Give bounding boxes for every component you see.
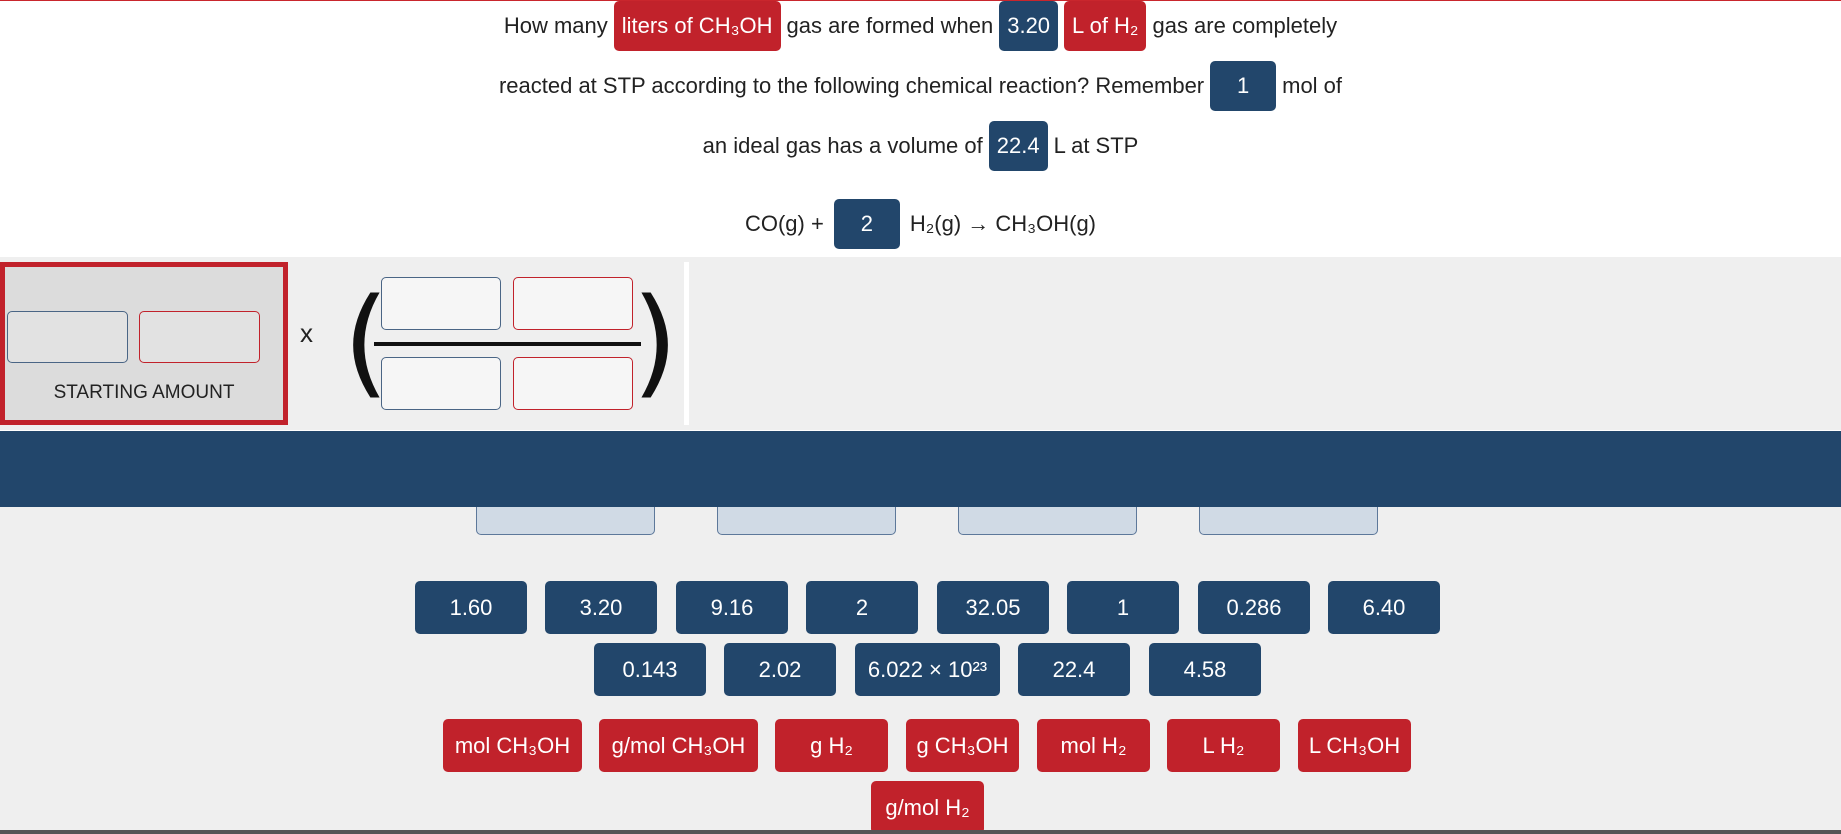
target-unit-chip: liters of CH₃OH [613,1,781,51]
number-tile[interactable]: 9.16 [676,581,788,634]
number-tile[interactable]: 1.60 [415,581,527,634]
multiply-sign: x [300,318,313,348]
starting-value-slot[interactable] [7,311,128,363]
question-text-segment: How many [503,13,608,38]
question-text-segment: gas are formed when [786,13,994,38]
number-tile[interactable]: 2.02 [724,643,836,696]
unit-tile[interactable]: g/mol CH₃OH [599,719,758,772]
number-tile[interactable]: 22.4 [1018,643,1130,696]
molar-ratio-chip: 1 [1210,61,1277,111]
given-value-chip: 3.20 [999,1,1059,51]
question-text-segment: gas are completely [1152,13,1338,38]
number-tile[interactable]: 6.40 [1328,581,1440,634]
starting-unit-slot[interactable] [139,311,260,363]
denominator-unit-slot[interactable] [513,357,633,410]
top-accent-line [0,0,1841,1]
work-area [0,257,1841,430]
question-line-1: How many liters of CH₃OH gas are formed … [0,0,1841,52]
question-text-segment: reacted at STP according to the followin… [498,73,1205,98]
numerator-value-slot[interactable] [381,277,501,330]
question-text-segment: an ideal gas has a volume of [702,133,983,158]
unit-tile[interactable]: g H₂ [775,719,888,772]
molar-volume-chip: 22.4 [988,121,1048,171]
number-tile[interactable]: 4.58 [1149,643,1261,696]
equation-reactant: CO(g) + [744,211,824,236]
given-unit-chip: L of H₂ [1064,1,1147,51]
bottom-scrollbar[interactable] [0,830,1841,834]
chemical-equation: CO(g) + 2 H₂(g) → CH₃OH(g) [0,198,1841,250]
fraction-bar [374,342,641,346]
number-tile[interactable]: 2 [806,581,918,634]
unit-tile[interactable]: g CH₃OH [906,719,1019,772]
question-line-2: reacted at STP according to the followin… [0,60,1841,112]
numerator-unit-slot[interactable] [513,277,633,330]
unit-tile[interactable]: g/mol H₂ [871,781,984,834]
denominator-value-slot[interactable] [381,357,501,410]
unit-tile[interactable]: mol CH₃OH [443,719,582,772]
question-text-segment: mol of [1282,73,1343,98]
work-area-divider [684,262,689,425]
unit-tile[interactable]: mol H₂ [1037,719,1150,772]
equation-rest: H₂(g) → CH₃OH(g) [909,211,1097,236]
starting-amount-label: STARTING AMOUNT [53,382,235,403]
number-tile[interactable]: 3.20 [545,581,657,634]
question-text-segment: L at STP [1053,133,1139,158]
unit-tile[interactable]: L CH₃OH [1298,719,1411,772]
action-button[interactable] [958,507,1137,535]
unit-tile[interactable]: L H₂ [1167,719,1280,772]
close-paren: ) [632,272,679,410]
starting-amount-box[interactable]: STARTING AMOUNT [0,262,288,425]
number-tile[interactable]: 0.286 [1198,581,1310,634]
action-button[interactable] [1199,507,1378,535]
number-tile[interactable]: 1 [1067,581,1179,634]
number-tile[interactable]: 0.143 [594,643,706,696]
number-tile[interactable]: 6.022 × 10²³ [855,643,1000,696]
question-line-3: an ideal gas has a volume of 22.4 L at S… [0,120,1841,172]
action-button-band [0,431,1841,507]
number-tile[interactable]: 32.05 [937,581,1049,634]
action-button[interactable] [476,507,655,535]
coefficient-chip: 2 [833,199,900,249]
action-button[interactable] [717,507,896,535]
